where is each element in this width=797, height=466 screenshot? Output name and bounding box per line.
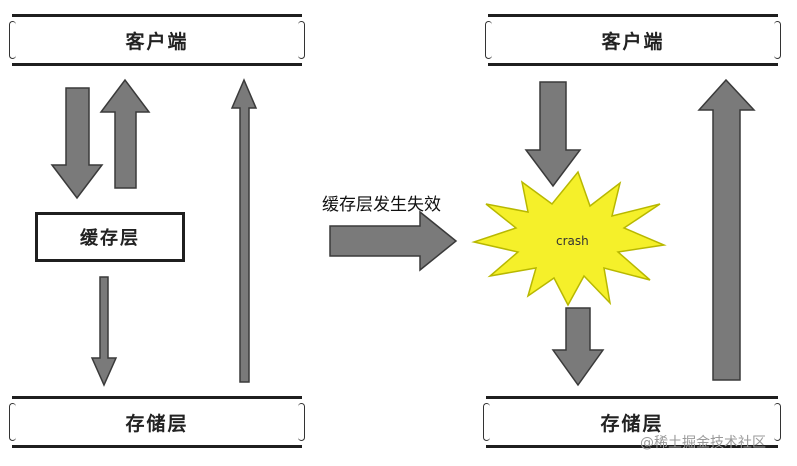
transition-caption: 缓存层发生失效 xyxy=(322,195,441,215)
right-client-box: 客户端 xyxy=(485,14,781,66)
left-client-label: 客户端 xyxy=(125,30,189,53)
left-arrow-cache-to-client xyxy=(99,78,151,189)
right-storage-box: 存储层 xyxy=(483,396,781,448)
left-cache-label: 缓存层 xyxy=(80,228,140,249)
transition-arrow xyxy=(329,210,458,272)
left-cache-box: 缓存层 xyxy=(35,212,185,262)
crash-starburst xyxy=(471,170,667,307)
left-client-box: 客户端 xyxy=(9,14,305,66)
crash-label: crash xyxy=(556,234,589,248)
watermark: @稀土掘金技术社区 xyxy=(640,435,766,451)
right-arrow-crash-to-storage xyxy=(551,307,605,387)
left-arrow-client-to-cache xyxy=(50,87,104,200)
left-storage-box: 存储层 xyxy=(9,396,305,448)
right-storage-label: 存储层 xyxy=(600,412,664,435)
right-arrow-storage-to-client xyxy=(697,78,756,381)
right-arrow-client-to-crash xyxy=(524,81,582,188)
right-client-label: 客户端 xyxy=(601,30,665,53)
left-arrow-cache-to-storage xyxy=(90,276,118,387)
left-arrow-storage-to-client xyxy=(230,78,258,383)
left-storage-label: 存储层 xyxy=(125,412,189,435)
